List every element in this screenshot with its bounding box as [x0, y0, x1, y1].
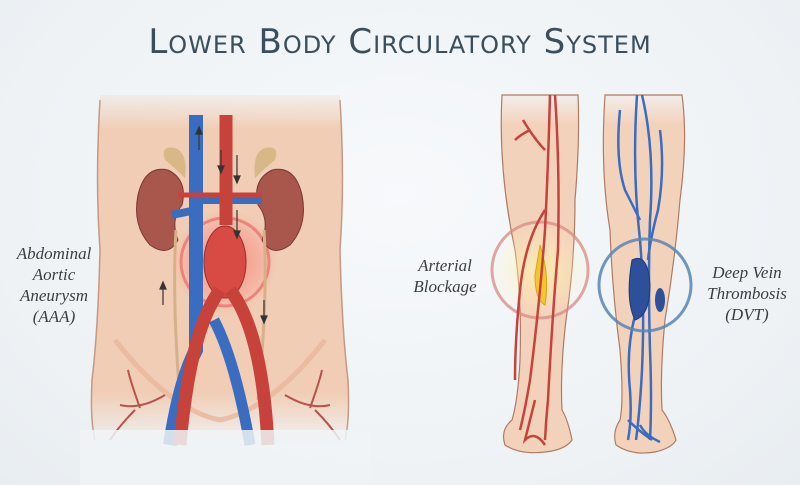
arterial-label-line: Blockage	[413, 277, 477, 296]
flow-arrows	[159, 125, 268, 325]
aaa-label-line: (AAA)	[32, 307, 76, 326]
aaa-label-line: Aneurysm	[20, 286, 88, 305]
aaa-label-line: Aortic	[32, 265, 76, 284]
aaa-label-line: Abdominal	[16, 244, 92, 263]
abdomen-illustration	[80, 95, 370, 485]
dvt-label: Deep Vein Thrombosis (DVT)	[702, 262, 792, 325]
aaa-label: Abdominal Aortic Aneurysm (AAA)	[4, 243, 104, 327]
arterial-label-line: Arterial	[418, 256, 472, 275]
left-kidney	[136, 168, 184, 251]
legs-illustration	[490, 94, 693, 454]
dvt-label-line: Deep Vein	[712, 263, 782, 282]
arterial-blockage-label: Arterial Blockage	[405, 255, 485, 297]
diagram-title: Lower Body Circulatory System	[148, 22, 652, 62]
arterial-blockage-highlight	[490, 220, 590, 320]
dvt-highlight	[597, 237, 693, 333]
dvt-label-line: Thrombosis	[707, 284, 787, 303]
aortic-aneurysm	[203, 225, 247, 299]
dvt-label-line: (DVT)	[725, 305, 769, 324]
venous-clot	[628, 258, 651, 321]
